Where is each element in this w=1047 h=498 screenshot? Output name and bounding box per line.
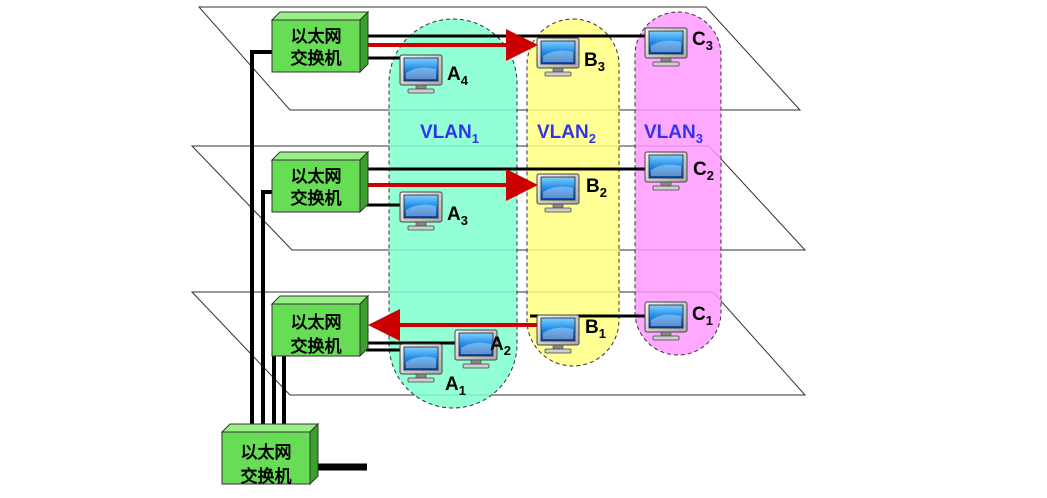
svg-text:B3: B3 (584, 50, 605, 74)
host-C2: C2 (644, 151, 714, 191)
traffic-arrows (366, 29, 538, 341)
host-C3: C3 (644, 27, 713, 67)
svg-text:A1: A1 (445, 374, 466, 398)
svg-text:交换机: 交换机 (291, 336, 342, 357)
svg-text:交换机: 交换机 (241, 466, 292, 487)
host-A2: A2 (454, 329, 511, 369)
host-B2: B2 (536, 173, 607, 213)
svg-text:以太网: 以太网 (241, 442, 292, 463)
switch-core: 以太网 交换机 (221, 423, 319, 487)
svg-text:C2: C2 (693, 159, 714, 183)
svg-text:以太网: 以太网 (291, 312, 342, 333)
host-C1: C1 (644, 301, 713, 341)
host-B3: B3 (536, 37, 605, 77)
svg-text:交换机: 交换机 (291, 188, 342, 209)
vlan-1-region (388, 18, 518, 409)
svg-text:C3: C3 (692, 29, 713, 53)
svg-text:A3: A3 (447, 204, 468, 228)
svg-text:以太网: 以太网 (291, 166, 342, 187)
vlan-1-label: VLAN1 (420, 122, 479, 146)
vlan-2-label: VLAN2 (537, 122, 596, 146)
svg-text:B1: B1 (585, 317, 606, 341)
host-A3: A3 (399, 191, 468, 231)
host-A4: A4 (399, 54, 469, 94)
switch-floor-1: 以太网 交换机 (271, 295, 369, 357)
vlan-3-label: VLAN3 (644, 122, 703, 146)
switch-floor-2: 以太网 交换机 (271, 151, 369, 213)
host-B1: B1 (536, 314, 606, 354)
svg-text:C1: C1 (692, 304, 713, 328)
host-A1: A1 (399, 343, 466, 398)
svg-text:以太网: 以太网 (291, 26, 342, 47)
svg-text:交换机: 交换机 (291, 48, 342, 69)
svg-text:A4: A4 (447, 64, 469, 88)
switch-floor-3: 以太网 交换机 (271, 11, 369, 73)
svg-text:B2: B2 (586, 176, 607, 200)
vlan-3-region (634, 11, 722, 356)
svg-text:A2: A2 (490, 334, 511, 358)
